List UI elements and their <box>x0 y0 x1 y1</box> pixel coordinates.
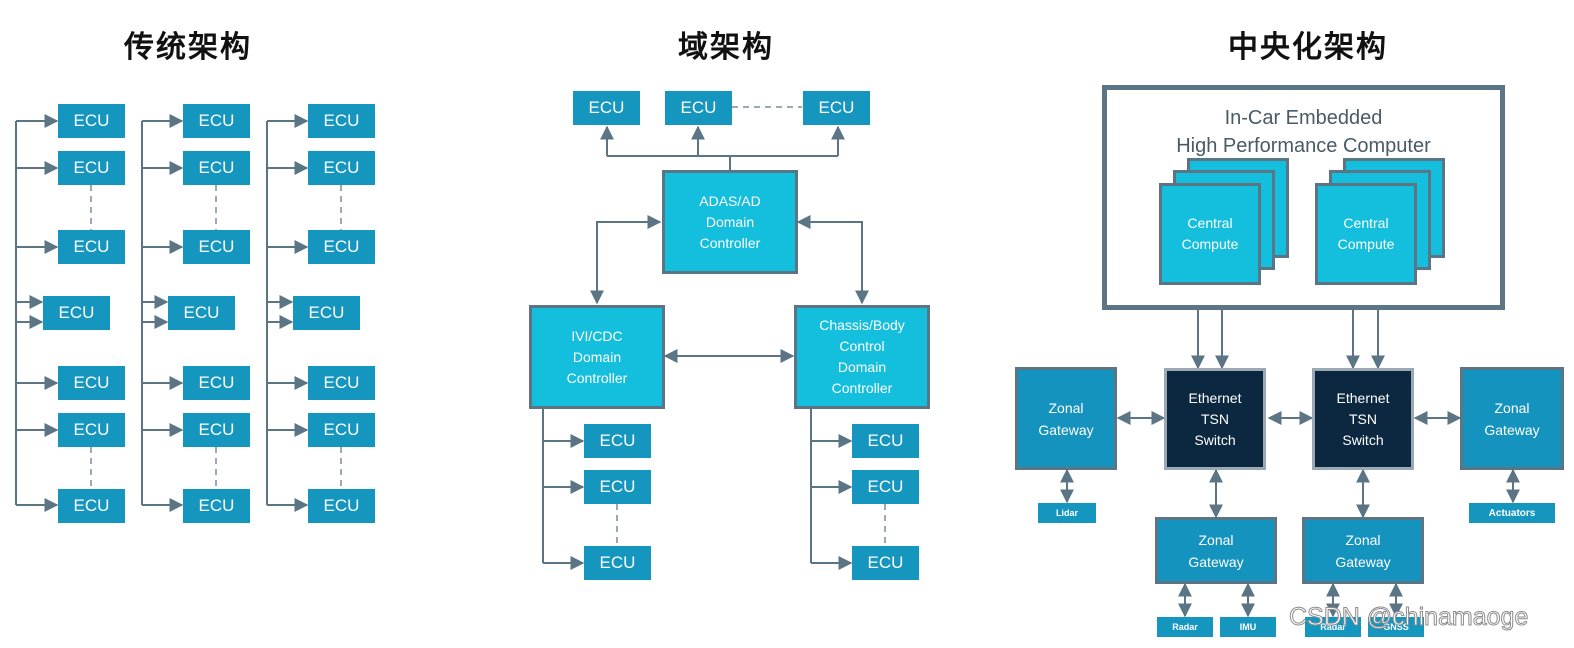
zonal-gateway-right: Zonal Gateway <box>1460 367 1564 470</box>
sensor-radar: Radar <box>1157 617 1213 637</box>
title-traditional: 传统架构 <box>124 30 252 65</box>
ethernet-tsn-switch-right: Ethernet TSN Switch <box>1312 368 1414 470</box>
sensor-actuators: Actuators <box>1469 503 1555 523</box>
ecu-box: ECU <box>183 104 250 138</box>
zonal-gateway-bottom-right: Zonal Gateway <box>1302 517 1424 584</box>
ecu-box: ECU <box>168 296 235 330</box>
zonal-gateway-left: Zonal Gateway <box>1015 367 1117 470</box>
ecu-box: ECU <box>308 104 375 138</box>
sensor-gnss: GNSS <box>1368 617 1424 637</box>
ethernet-tsn-switch-left: Ethernet TSN Switch <box>1164 368 1266 470</box>
ecu-box: ECU <box>308 151 375 185</box>
ecu-box: ECU <box>308 489 375 523</box>
ecu-box: ECU <box>183 489 250 523</box>
ecu-box: ECU <box>183 413 250 447</box>
ecu-box: ECU <box>573 91 640 125</box>
ecu-box: ECU <box>852 546 919 580</box>
ecu-box: ECU <box>584 546 651 580</box>
title-central: 中央化架构 <box>1228 30 1388 65</box>
ecu-box: ECU <box>803 91 870 125</box>
ecu-box: ECU <box>308 413 375 447</box>
ivi-domain-controller: IVI/CDC Domain Controller <box>529 305 665 409</box>
ecu-box: ECU <box>584 424 651 458</box>
ecu-box: ECU <box>584 470 651 504</box>
ecu-box: ECU <box>308 366 375 400</box>
ecu-box: ECU <box>58 366 125 400</box>
sensor-radar-2: Radar <box>1305 617 1361 637</box>
ecu-box: ECU <box>58 104 125 138</box>
watermark: CSDN @chinamaoge <box>1288 603 1529 632</box>
title-domain: 域架构 <box>678 30 774 65</box>
ecu-box: ECU <box>58 230 125 264</box>
ecu-box: ECU <box>293 296 360 330</box>
sensor-lidar: Lidar <box>1038 503 1096 523</box>
ecu-box: ECU <box>852 424 919 458</box>
hpc-label: In-Car Embedded High Performance Compute… <box>1176 107 1431 157</box>
ecu-box: ECU <box>852 470 919 504</box>
ecu-box: ECU <box>308 230 375 264</box>
ecu-box: ECU <box>183 151 250 185</box>
ecu-box: ECU <box>58 489 125 523</box>
ecu-box: ECU <box>58 151 125 185</box>
ecu-box: ECU <box>58 413 125 447</box>
zonal-gateway-bottom-left: Zonal Gateway <box>1155 517 1277 584</box>
sensor-imu: IMU <box>1220 617 1276 637</box>
ecu-box: ECU <box>43 296 110 330</box>
central-compute-left: Central Compute <box>1159 183 1261 285</box>
central-compute-right: Central Compute <box>1315 183 1417 285</box>
ecu-box: ECU <box>665 91 732 125</box>
chassis-domain-controller: Chassis/Body Control Domain Controller <box>794 305 930 409</box>
ecu-box: ECU <box>183 230 250 264</box>
ecu-box: ECU <box>183 366 250 400</box>
adas-domain-controller: ADAS/AD Domain Controller <box>662 170 798 274</box>
